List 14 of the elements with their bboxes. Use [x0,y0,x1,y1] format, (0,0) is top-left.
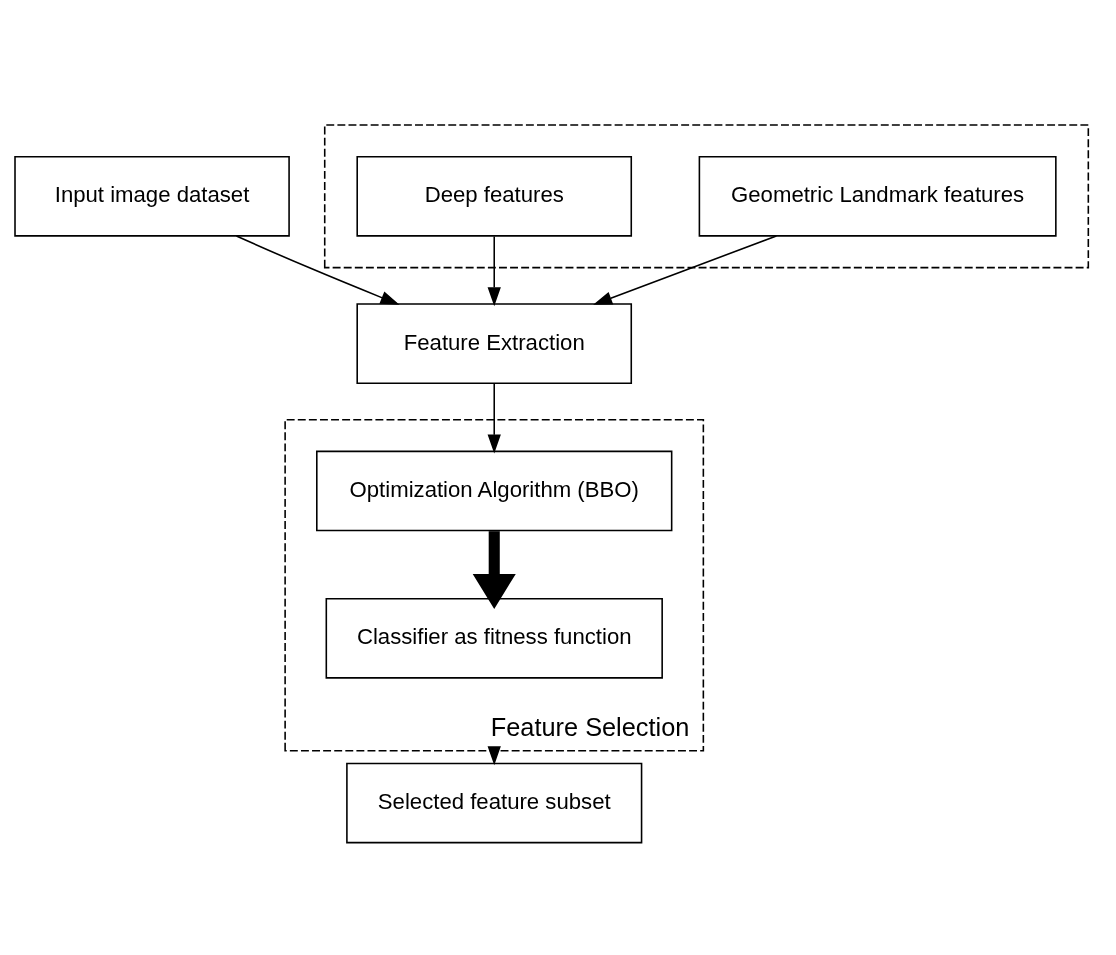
node-box: Optimization Algorithm (BBO) [316,450,673,532]
node-box: Input image dataset [14,155,290,237]
node-box: Selected feature subset [346,762,643,844]
node-box: Classifier as fitness function [325,597,663,679]
node-box: Deep features [356,155,633,237]
node-box: Geometric Landmark features [698,155,1057,237]
node-box: Feature Extraction [356,303,633,385]
arrow [472,531,516,610]
arrow [487,235,501,307]
arrow [235,235,400,305]
arrow [487,746,501,766]
arrow [487,383,501,454]
arrow [593,235,778,305]
cluster [323,124,1090,269]
